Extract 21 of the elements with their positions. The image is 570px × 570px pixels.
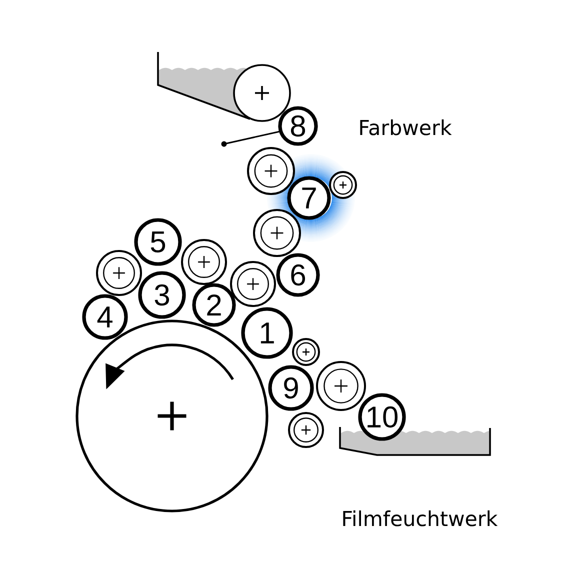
numbered-roller: 4 [82, 294, 128, 340]
section-label: Farbwerk [360, 119, 452, 136]
numbered-roller: 3 [138, 271, 186, 319]
roller [288, 412, 324, 448]
roller [247, 147, 295, 195]
numbered-roller: 1 [241, 307, 293, 359]
numbered-roller: 2 [192, 283, 236, 327]
roller [230, 261, 276, 307]
numbered-roller: 9 [268, 365, 314, 411]
roller [253, 209, 301, 257]
numbered-roller: 5 [134, 218, 182, 266]
numbered-roller: 6 [276, 253, 320, 297]
roller [329, 171, 357, 199]
roller [96, 250, 142, 296]
roller [316, 361, 366, 411]
numbered-roller: 10 [358, 393, 406, 441]
roller [181, 239, 227, 285]
numbered-roller: 8 [278, 106, 318, 146]
section-label: Filmfeuchtwerk [343, 510, 498, 526]
roller [292, 338, 320, 366]
roller [233, 64, 291, 122]
